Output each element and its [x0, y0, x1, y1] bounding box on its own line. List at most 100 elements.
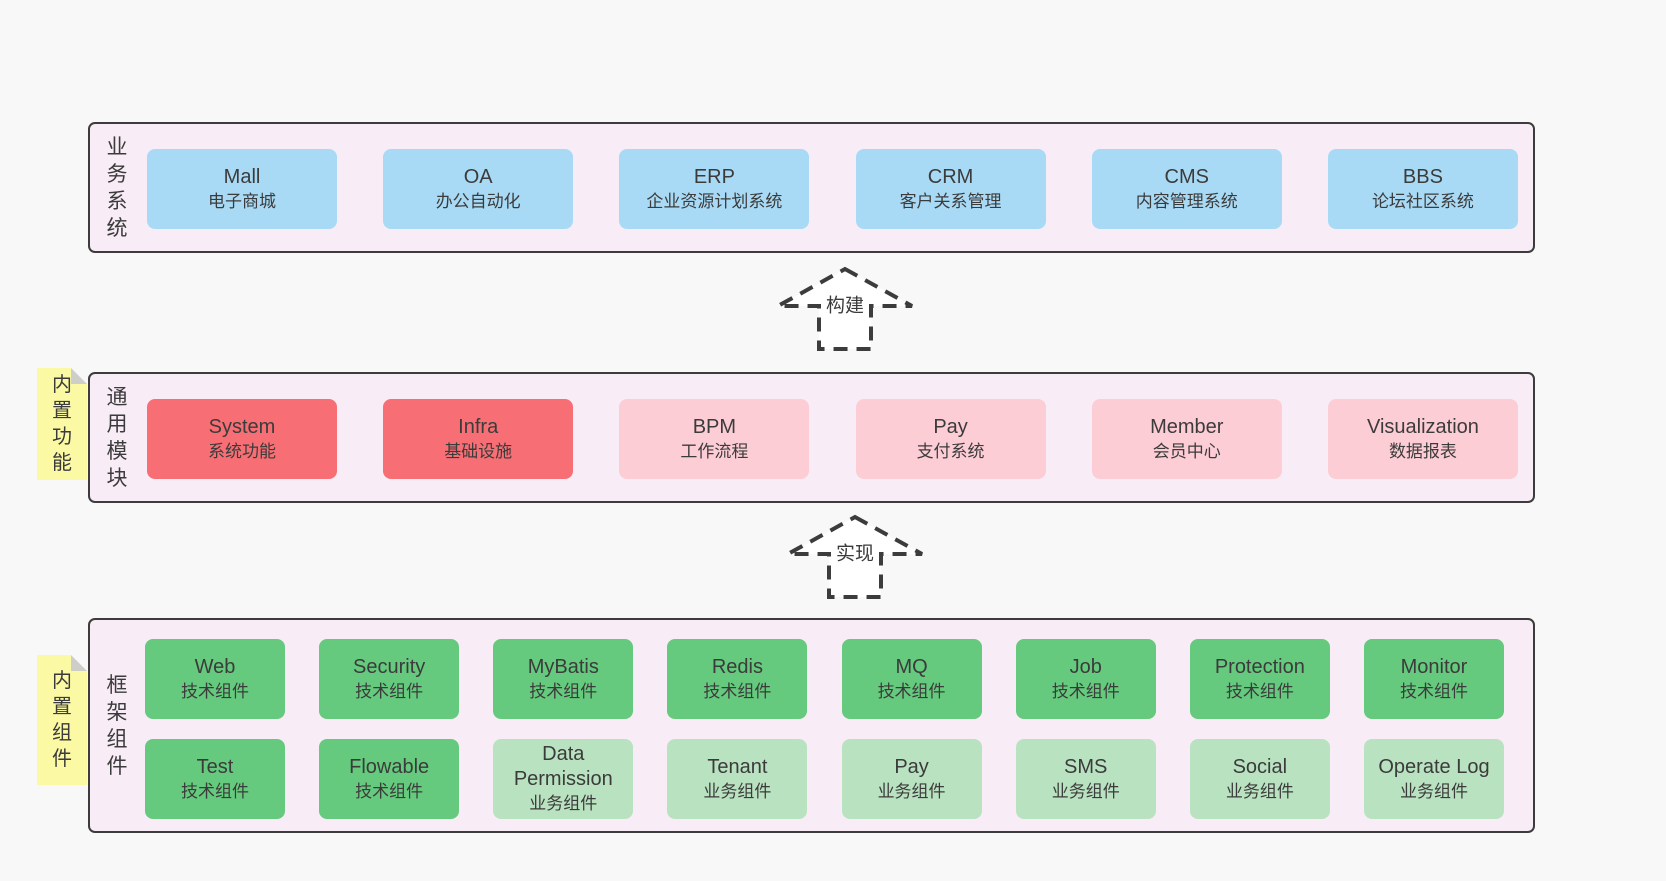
- box-subtitle: 电子商城: [208, 191, 276, 211]
- box-title: Pay: [933, 415, 968, 438]
- box-pay-component: Pay 业务组件: [841, 739, 982, 819]
- box-subtitle: 企业资源计划系统: [646, 191, 783, 211]
- modules-box-row: System 系统功能 Infra 基础设施 BPM 工作流程 Pay 支付系统…: [147, 399, 1518, 479]
- box-security: Security 技术组件: [319, 639, 460, 719]
- box-title: Tenant: [707, 755, 768, 778]
- box-subtitle: 会员中心: [1152, 441, 1221, 461]
- box-subtitle: 技术组件: [703, 681, 772, 701]
- box-web: Web 技术组件: [145, 639, 285, 719]
- box-subtitle: 业务组件: [877, 781, 946, 801]
- box-subtitle: 办公自动化: [435, 191, 521, 211]
- panel-common-modules: 通用模块 System 系统功能 Infra 基础设施 BPM 工作流程 Pay…: [88, 372, 1535, 503]
- box-flowable: Flowable 技术组件: [319, 739, 460, 819]
- box-subtitle: 论坛社区系统: [1371, 191, 1474, 211]
- box-pay-system: Pay 支付系统: [855, 399, 1046, 479]
- box-title: ERP: [693, 165, 735, 188]
- box-subtitle: 业务组件: [1399, 781, 1468, 801]
- box-test: Test 技术组件: [145, 739, 285, 819]
- box-title: Infra: [458, 415, 499, 438]
- box-title: MQ: [895, 655, 928, 678]
- box-title: Protection: [1214, 655, 1305, 678]
- box-title: Data Permission: [513, 743, 613, 790]
- box-bpm: BPM 工作流程: [619, 399, 810, 479]
- box-title: Member: [1150, 415, 1224, 438]
- components-box-row-2: Test 技术组件 Flowable 技术组件 Data Permission …: [145, 739, 1504, 819]
- box-title: Mall: [223, 165, 261, 188]
- box-job: Job 技术组件: [1015, 639, 1156, 719]
- box-subtitle: 业务组件: [703, 781, 772, 801]
- box-subtitle: 业务组件: [1051, 781, 1120, 801]
- box-title: Operate Log: [1378, 755, 1490, 778]
- box-title: CMS: [1164, 165, 1209, 188]
- arrow-build: 构建: [775, 266, 915, 352]
- box-title: Security: [353, 655, 426, 678]
- box-crm: CRM 客户关系管理: [855, 149, 1046, 229]
- box-title: BBS: [1402, 165, 1443, 188]
- box-subtitle: 技术组件: [181, 781, 249, 801]
- box-title: Redis: [711, 655, 763, 678]
- box-visualization: Visualization 数据报表: [1327, 399, 1518, 479]
- components-box-row-1: Web 技术组件 Security 技术组件 MyBatis 技术组件 Redi…: [145, 639, 1504, 719]
- sticky-note-built-in-features: 内置功能: [37, 368, 87, 480]
- folded-corner-icon: [71, 368, 87, 384]
- sticky-note-text: 内置组件: [52, 670, 72, 770]
- box-erp: ERP 企业资源计划系统: [619, 149, 810, 229]
- box-social: Social 业务组件: [1189, 739, 1330, 819]
- box-subtitle: 技术组件: [181, 681, 249, 701]
- box-title: Web: [194, 655, 236, 678]
- box-title: System: [208, 415, 276, 438]
- box-subtitle: 技术组件: [1399, 681, 1468, 701]
- box-title: Test: [196, 755, 234, 778]
- panel-framework-components: 框架组件 Web 技术组件 Security 技术组件 MyBatis 技术组件…: [88, 618, 1535, 833]
- box-title: OA: [463, 165, 493, 188]
- box-subtitle: 技术组件: [355, 681, 424, 701]
- box-infra: Infra 基础设施: [383, 399, 574, 479]
- box-tenant: Tenant 业务组件: [667, 739, 808, 819]
- box-system: System 系统功能: [147, 399, 337, 479]
- arrow-build-label: 构建: [823, 290, 867, 318]
- box-subtitle: 基础设施: [444, 441, 513, 461]
- box-mall: Mall 电子商城: [147, 149, 337, 229]
- panel-business-side-label: 业务系统: [106, 135, 128, 240]
- box-subtitle: 数据报表: [1388, 441, 1457, 461]
- box-mybatis: MyBatis 技术组件: [493, 639, 634, 719]
- box-title: Job: [1069, 655, 1102, 678]
- box-subtitle: 工作流程: [680, 441, 749, 461]
- business-box-row: Mall 电子商城 OA 办公自动化 ERP 企业资源计划系统 CRM 客户关系…: [147, 149, 1518, 229]
- sticky-note-built-in-components: 内置组件: [37, 655, 87, 785]
- box-title: SMS: [1064, 755, 1108, 778]
- box-title: Social: [1232, 755, 1288, 778]
- sticky-note-text: 内置功能: [52, 374, 72, 474]
- box-subtitle: 内容管理系统: [1135, 191, 1238, 211]
- box-member: Member 会员中心: [1091, 399, 1282, 479]
- box-mq: MQ 技术组件: [841, 639, 982, 719]
- box-cms: CMS 内容管理系统: [1091, 149, 1282, 229]
- box-title: Flowable: [349, 755, 430, 778]
- box-title: BPM: [692, 415, 737, 438]
- box-subtitle: 技术组件: [529, 681, 598, 701]
- box-subtitle: 技术组件: [1051, 681, 1120, 701]
- box-sms: SMS 业务组件: [1015, 739, 1156, 819]
- box-title: Visualization: [1366, 415, 1479, 438]
- panel-components-side-label: 框架组件: [106, 673, 128, 778]
- box-protection: Protection 技术组件: [1189, 639, 1330, 719]
- box-monitor: Monitor 技术组件: [1363, 639, 1504, 719]
- box-subtitle: 客户关系管理: [899, 191, 1002, 211]
- box-operate-log: Operate Log 业务组件: [1363, 739, 1504, 819]
- box-subtitle: 系统功能: [208, 441, 276, 461]
- box-oa: OA 办公自动化: [383, 149, 574, 229]
- arrow-implement: 实现: [785, 514, 925, 600]
- box-subtitle: 技术组件: [355, 781, 424, 801]
- arrow-implement-label: 实现: [833, 538, 877, 566]
- box-subtitle: 业务组件: [529, 794, 598, 813]
- box-subtitle: 技术组件: [877, 681, 946, 701]
- box-redis: Redis 技术组件: [667, 639, 808, 719]
- box-title: CRM: [927, 165, 974, 188]
- box-subtitle: 技术组件: [1225, 681, 1294, 701]
- panel-modules-side-label: 通用模块: [106, 385, 128, 490]
- box-title: MyBatis: [527, 655, 599, 678]
- box-title: Monitor: [1400, 655, 1468, 678]
- box-bbs: BBS 论坛社区系统: [1327, 149, 1518, 229]
- box-subtitle: 支付系统: [916, 441, 985, 461]
